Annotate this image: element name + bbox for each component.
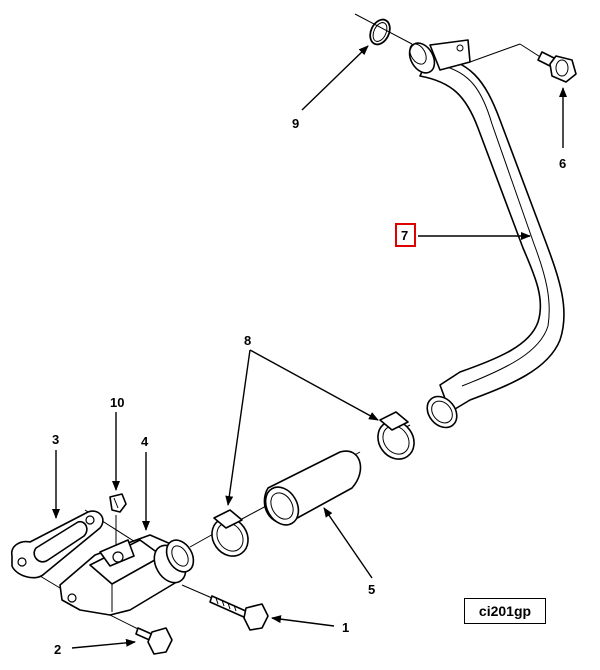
hose-part-5 [263, 450, 362, 526]
bolt-part-2 [135, 627, 173, 655]
callout-1: 1 [342, 620, 349, 635]
connector-body-part-4 [59, 534, 195, 616]
callout-4: 4 [141, 434, 149, 449]
clamp-part-8-lower [211, 509, 249, 557]
callout-9: 9 [292, 116, 299, 131]
callout-2: 2 [54, 642, 61, 657]
highlight-box-7[interactable] [395, 223, 416, 247]
o-ring-part-9 [369, 18, 391, 46]
callout-8: 8 [244, 333, 251, 348]
callout-7[interactable]: 7 [401, 228, 408, 243]
callout-5: 5 [368, 582, 375, 597]
bolt-part-6 [537, 51, 577, 83]
clamp-part-8-upper [377, 411, 415, 460]
tube-part-7 [408, 39, 565, 429]
bolt-part-1 [209, 595, 269, 631]
callout-3: 3 [52, 432, 59, 447]
leader-lines [52, 45, 567, 649]
callout-10: 10 [110, 395, 124, 410]
callout-6: 6 [559, 156, 566, 171]
gasket-part-3 [10, 510, 104, 579]
figure-reference-label: ci201gp [478, 603, 532, 619]
plug-part-10 [109, 493, 127, 513]
figure-reference-box: ci201gp [464, 598, 546, 624]
